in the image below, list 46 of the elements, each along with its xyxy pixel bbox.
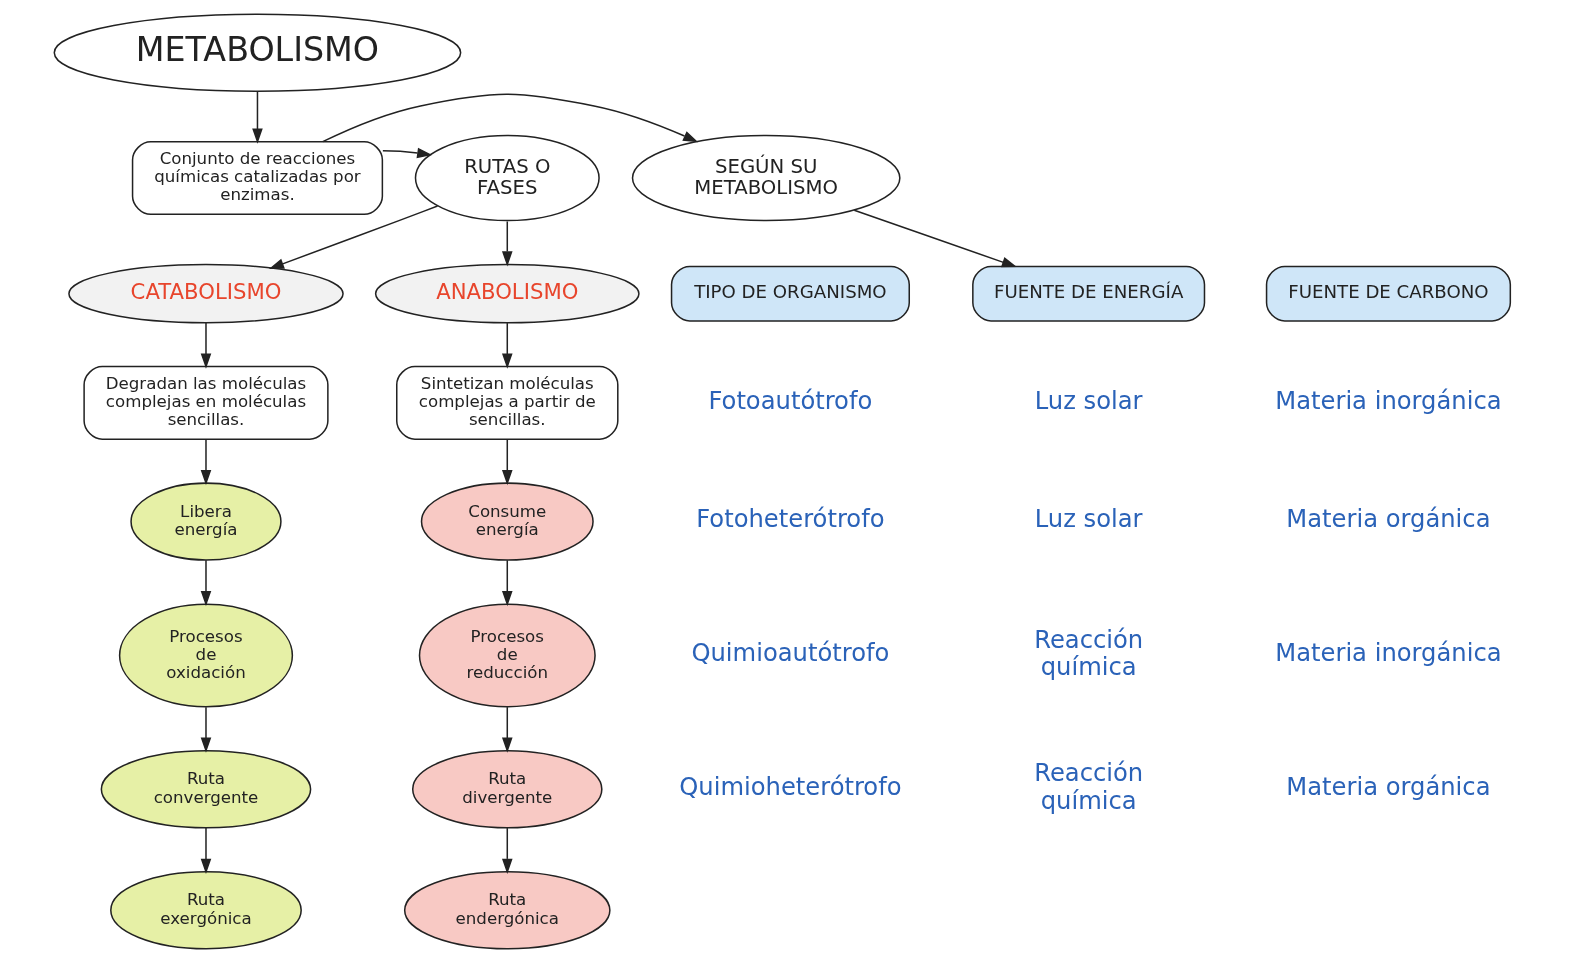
node-ellipse: Procesos de reducción bbox=[418, 603, 596, 708]
arrow bbox=[200, 438, 212, 486]
node-ellipse: Ruta convergente bbox=[100, 750, 312, 829]
node-ellipse: ANABOLISMO bbox=[374, 263, 640, 324]
node-ellipse: Ruta endergónica bbox=[403, 871, 611, 950]
node-ellipse: SEGÚN SU METABOLISMO bbox=[631, 134, 901, 222]
node-ellipse: Ruta divergente bbox=[411, 750, 603, 829]
arrow bbox=[501, 706, 513, 753]
arrow bbox=[200, 706, 212, 753]
label: Quimioheterótrofo bbox=[679, 773, 902, 802]
node-box: Degradan las moléculas complejas en moléculas sencillas. bbox=[83, 365, 329, 440]
arrow bbox=[501, 827, 513, 874]
arrow bbox=[200, 559, 212, 607]
arrow bbox=[382, 147, 433, 159]
label: Materia orgánica bbox=[1286, 773, 1491, 802]
node-ellipse: Procesos de oxidación bbox=[118, 603, 294, 708]
arrow bbox=[268, 205, 439, 269]
node-box: TIPO DE ORGANISMO bbox=[670, 265, 910, 322]
label: Reacción química bbox=[1034, 759, 1144, 815]
node-box: FUENTE DE ENERGÍA bbox=[972, 265, 1206, 322]
node-box: Sintetizan moléculas complejas a partir de sencillas. bbox=[396, 365, 619, 440]
node-box: Conjunto de reacciones químicas catalizadas por enzimas. bbox=[131, 140, 384, 216]
label: Materia orgánica bbox=[1286, 505, 1491, 534]
node-ellipse: Libera energía bbox=[130, 482, 282, 561]
arrow bbox=[501, 438, 513, 486]
arrow bbox=[200, 322, 212, 369]
label: Fotoautótrofo bbox=[708, 386, 873, 415]
label: Fotoheterótrofo bbox=[696, 505, 885, 534]
node-ellipse: Consume energía bbox=[420, 482, 594, 561]
arrow bbox=[252, 90, 263, 144]
label: Luz solar bbox=[1034, 386, 1143, 415]
arrow bbox=[322, 93, 699, 143]
label: Quimioautótrofo bbox=[691, 639, 890, 668]
arrow bbox=[501, 322, 513, 369]
label: Materia inorgánica bbox=[1275, 386, 1502, 415]
node-ellipse: METABOLISMO bbox=[53, 13, 462, 92]
node-box: FUENTE DE CARBONO bbox=[1265, 265, 1512, 322]
arrow bbox=[853, 209, 1017, 268]
label: Reacción química bbox=[1034, 625, 1144, 681]
arrow bbox=[501, 220, 513, 267]
arrow bbox=[501, 559, 513, 607]
arrow bbox=[200, 827, 212, 874]
node-ellipse: CATABOLISMO bbox=[68, 263, 344, 324]
label: Materia inorgánica bbox=[1275, 639, 1502, 668]
node-ellipse: Ruta exergónica bbox=[110, 871, 302, 950]
label: Luz solar bbox=[1034, 505, 1143, 534]
